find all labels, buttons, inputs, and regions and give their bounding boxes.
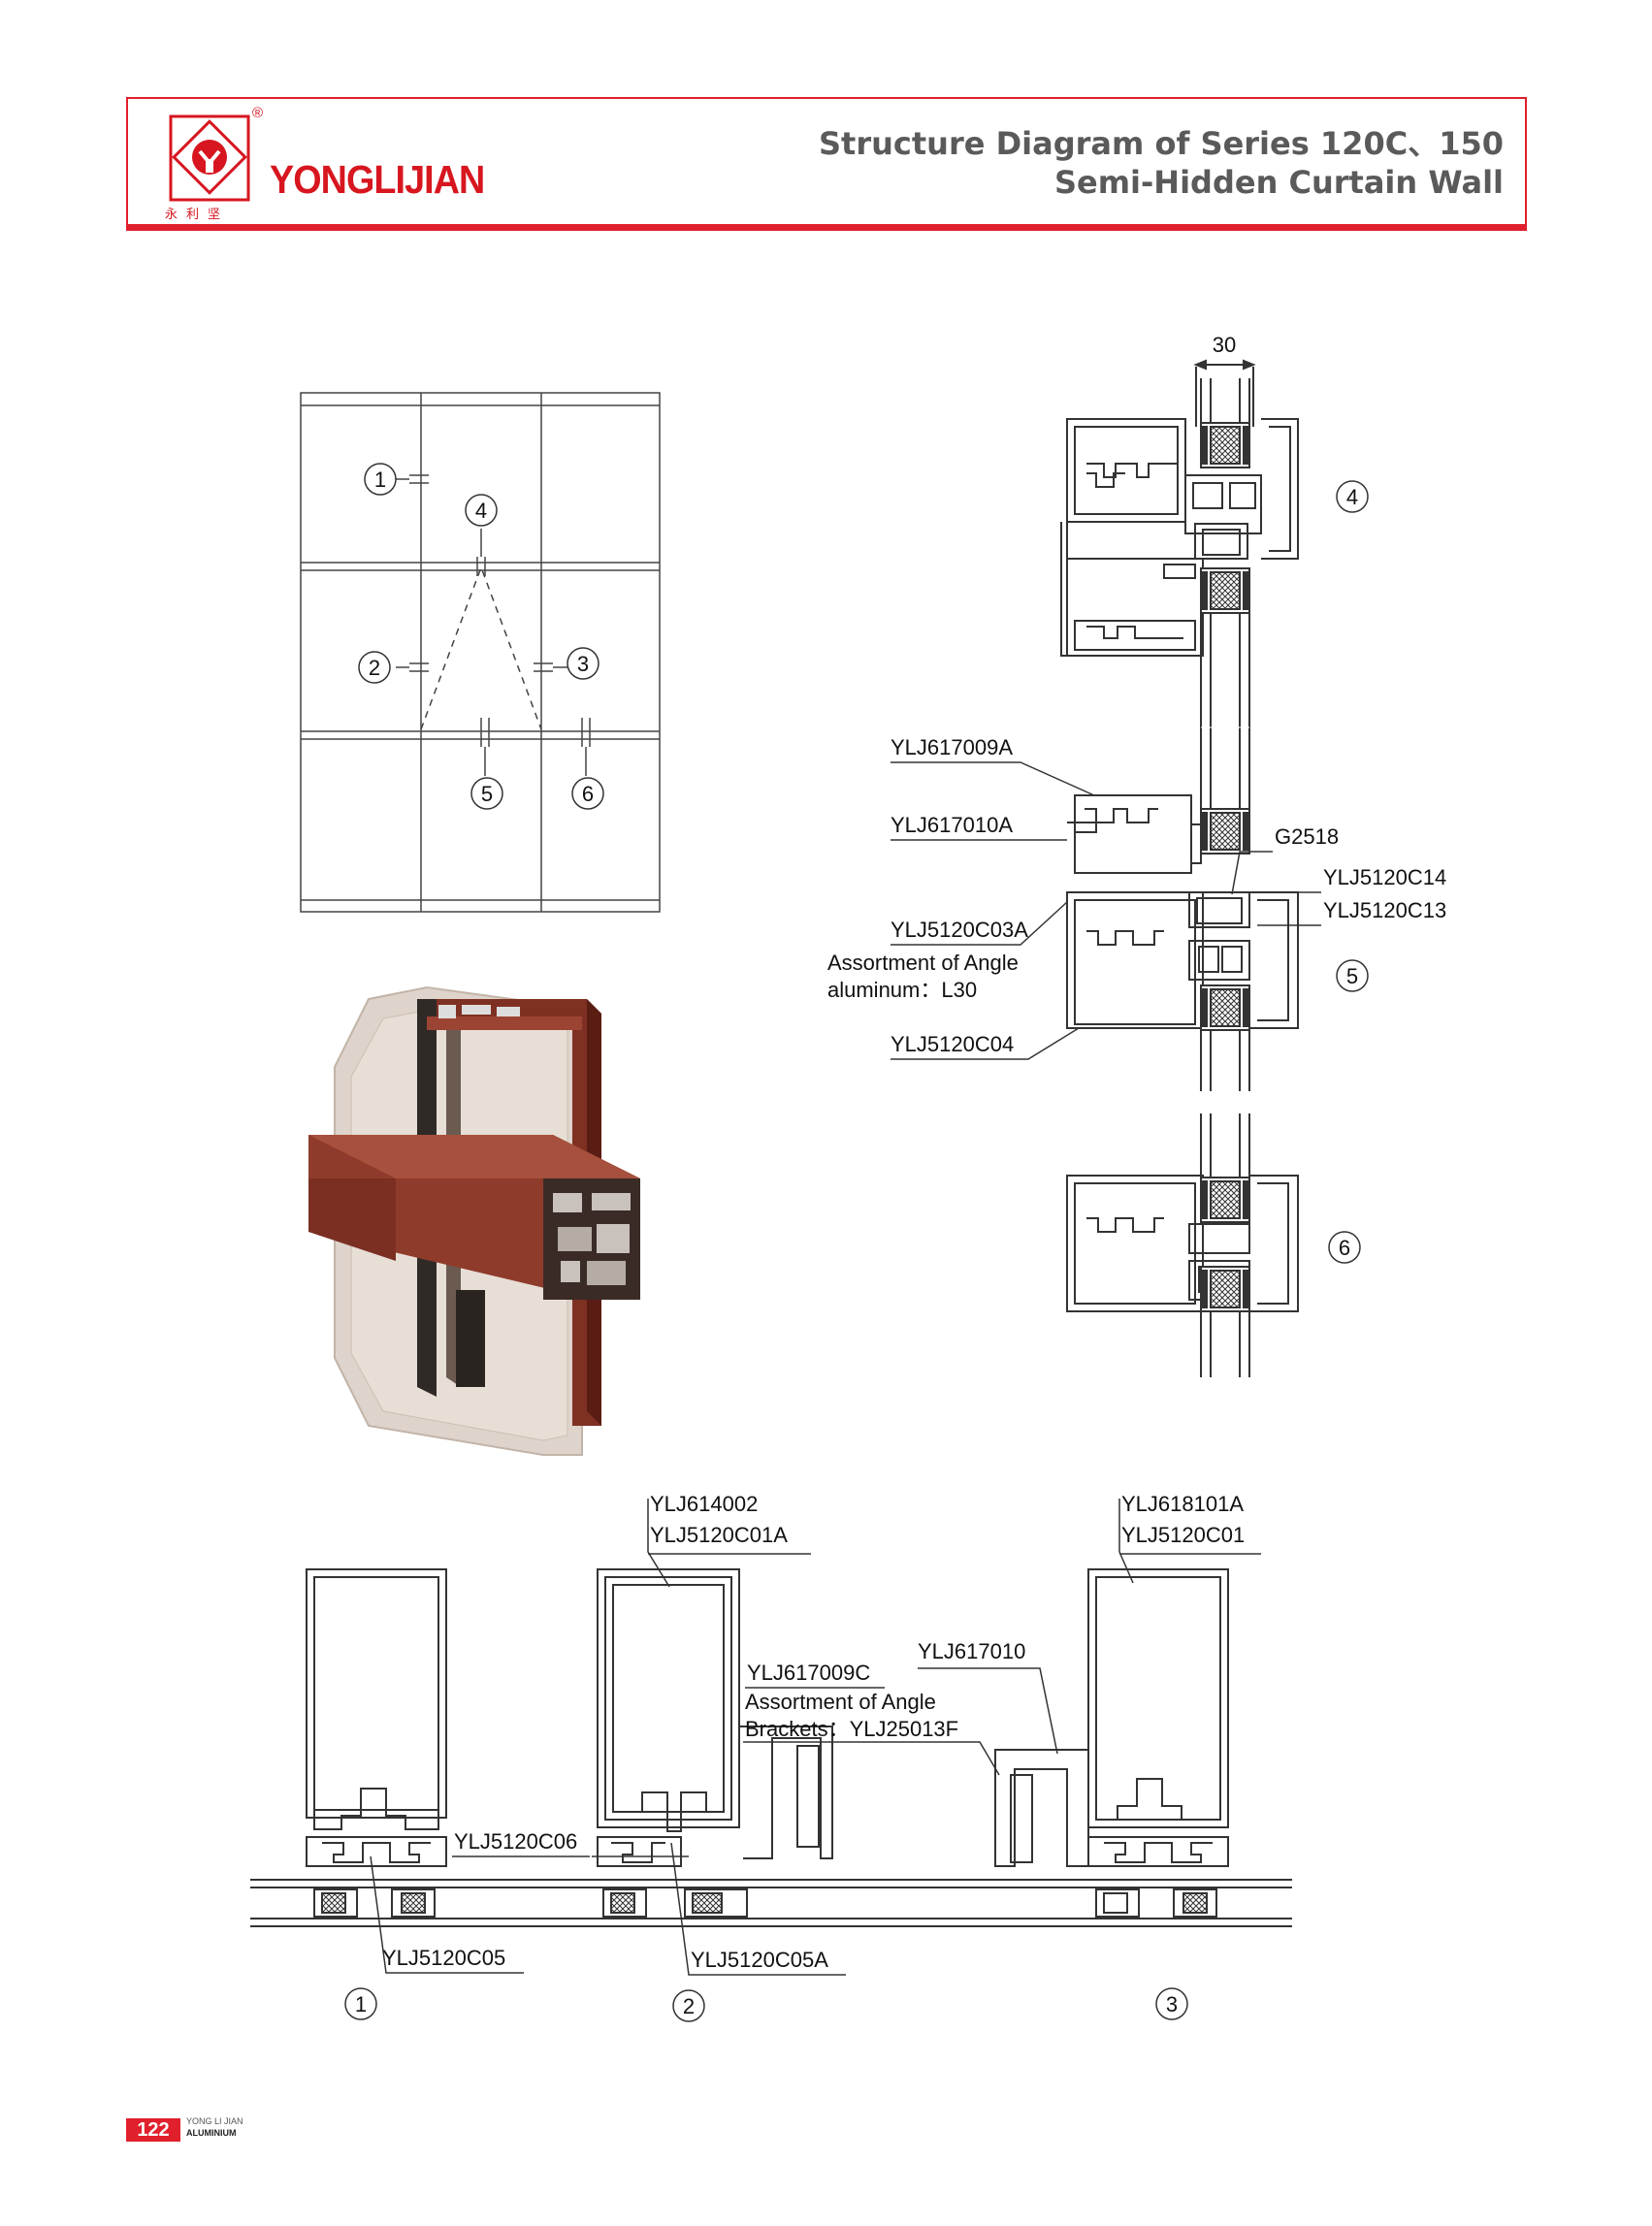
section-marker-4: 4 <box>1346 485 1358 509</box>
elevation-marker-5: 5 <box>481 782 493 806</box>
curtain-wall-3d-render <box>308 985 640 1456</box>
label-ylj5120c05a: YLJ5120C05A <box>691 1948 828 1972</box>
horizontal-sections <box>250 1499 1292 1976</box>
section-marker-6: 6 <box>1339 1236 1350 1260</box>
elevation-marker-3: 3 <box>577 652 589 676</box>
page-title: Structure Diagram of Series 120C、150 Sem… <box>819 124 1504 202</box>
section-marker-2: 2 <box>683 1994 695 2018</box>
elevation-marker-6: 6 <box>582 782 594 806</box>
vertical-section-labels: 30 4 5 6 YLJ617009A YLJ617010A G2518 YLJ… <box>827 333 1446 1264</box>
label-ylj5120c03a: YLJ5120C03A <box>891 918 1028 942</box>
footer-line-2: ALUMINIUM <box>186 2128 237 2138</box>
elevation-marker-2: 2 <box>369 656 380 680</box>
label-ylj617009c: YLJ617009C <box>747 1661 870 1685</box>
registered-mark: ® <box>252 105 264 121</box>
chinese-brand-name: 永利坚 <box>165 208 230 222</box>
elevation-marker-1: 1 <box>374 468 386 492</box>
footer-line-1: YONG LI JIAN <box>186 2116 243 2126</box>
elevation-markers: 1 4 2 3 5 6 <box>358 463 604 810</box>
label-ylj5120c04: YLJ5120C04 <box>891 1032 1014 1056</box>
label-ylj617010: YLJ617010 <box>918 1639 1025 1663</box>
elevation-grid <box>300 392 661 913</box>
label-ylj617010a: YLJ617010A <box>891 813 1013 837</box>
label-angle-aluminum-2: aluminum：L30 <box>827 978 977 1002</box>
label-angle-brackets-1: Assortment of Angle <box>745 1690 936 1714</box>
label-g2518: G2518 <box>1275 824 1339 849</box>
label-ylj617009a: YLJ617009A <box>891 735 1013 759</box>
label-ylj5120c06: YLJ5120C06 <box>454 1829 577 1854</box>
label-ylj614002: YLJ614002 <box>650 1492 758 1516</box>
title-line-1: Structure Diagram of Series 120C、150 <box>819 125 1504 162</box>
label-ylj5120c13: YLJ5120C13 <box>1323 898 1446 922</box>
label-ylj5120c14: YLJ5120C14 <box>1323 865 1446 889</box>
title-line-2: Semi-Hidden Curtain Wall <box>1053 164 1504 201</box>
elevation-marker-4: 4 <box>475 499 487 523</box>
vertical-section <box>891 359 1321 1377</box>
section-marker-5: 5 <box>1346 964 1358 988</box>
brand-name: YONGLIJIAN <box>270 157 485 202</box>
label-ylj5120c05: YLJ5120C05 <box>382 1946 505 1970</box>
horizontal-section-labels: YLJ614002 YLJ5120C01A YLJ618101A YLJ5120… <box>344 1492 1245 2022</box>
label-angle-brackets-2: Brackets：YLJ25013F <box>745 1717 958 1741</box>
section-marker-3: 3 <box>1166 1992 1178 2016</box>
page-number-badge: 122 <box>126 2118 180 2142</box>
label-ylj5120c01: YLJ5120C01 <box>1121 1523 1245 1547</box>
section-marker-1: 1 <box>355 1992 367 2016</box>
page-header: ® 永利坚 YONGLIJIAN Structure Diagram of Se… <box>126 97 1527 231</box>
label-angle-aluminum-1: Assortment of Angle <box>827 951 1019 975</box>
label-ylj618101a: YLJ618101A <box>1121 1492 1244 1516</box>
dimension-30-label: 30 <box>1213 333 1236 357</box>
yonglijian-logo-icon <box>169 114 250 202</box>
label-ylj5120c01a: YLJ5120C01A <box>650 1523 788 1547</box>
